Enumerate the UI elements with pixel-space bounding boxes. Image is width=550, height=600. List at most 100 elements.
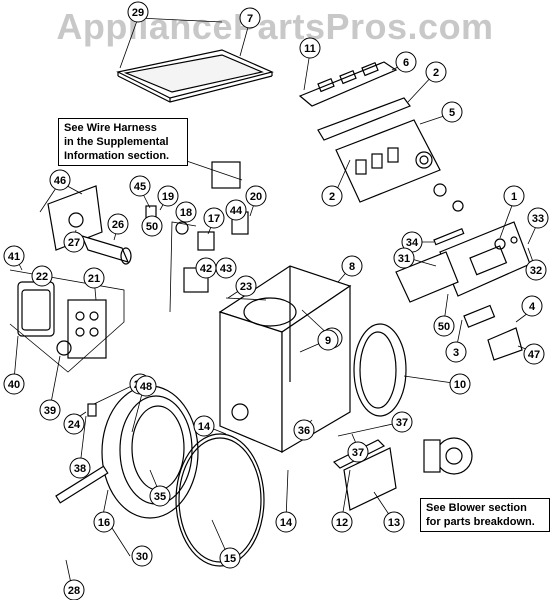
callout-number: 36	[298, 425, 310, 437]
callout-circle	[135, 375, 157, 397]
cabinet-part	[218, 265, 352, 454]
callout-circle	[63, 231, 85, 253]
callout-number: 21	[88, 273, 100, 285]
callout-circle	[321, 185, 343, 207]
callout-number: 10	[454, 379, 466, 391]
button-panel-part	[463, 304, 496, 328]
door-handle-part	[487, 327, 523, 361]
blower-part	[423, 437, 473, 475]
callout-number: 50	[146, 221, 158, 233]
control-board-part	[335, 119, 464, 212]
callout-circle	[527, 207, 549, 229]
callout-number: 27	[68, 237, 80, 249]
callout-number: 28	[68, 585, 80, 597]
callout-circle	[317, 329, 339, 351]
callout-number: 2	[433, 67, 439, 79]
callout-number: 5	[449, 107, 455, 119]
callout-number: 13	[388, 517, 400, 529]
callout-number: 33	[532, 213, 544, 225]
callout-circle	[3, 245, 25, 267]
callout-circle	[521, 295, 543, 317]
callout-circle	[239, 7, 261, 29]
callout-circle	[215, 257, 237, 279]
callout-circle	[3, 373, 25, 395]
door-gasket-part	[175, 433, 265, 567]
callout-circle	[331, 511, 353, 533]
callout-number: 12	[336, 517, 348, 529]
callout-circle	[341, 255, 363, 277]
callout-circle	[203, 207, 225, 229]
callout-number: 47	[528, 349, 540, 361]
callout-number: 45	[134, 181, 146, 193]
callout-circle	[293, 419, 315, 441]
callout-number: 4	[529, 301, 536, 313]
callout-number: 26	[112, 219, 124, 231]
callout-number: 15	[224, 553, 236, 565]
callout-circle	[523, 343, 545, 365]
terminal-block-part	[67, 299, 107, 359]
callout-circle	[127, 1, 149, 23]
wire-harness-note: See Wire Harness in the Supplemental Inf…	[58, 118, 188, 166]
callout-circle	[93, 511, 115, 533]
callout-circle	[225, 199, 247, 221]
callout-circle	[31, 265, 53, 287]
callout-number: 14	[280, 517, 293, 529]
callout-number: 39	[44, 405, 56, 417]
callout-circle	[193, 415, 215, 437]
callout-number: 29	[132, 7, 144, 19]
hinge-strip-part	[55, 465, 109, 504]
callout-number: 24	[68, 419, 81, 431]
callout-circle	[393, 247, 415, 269]
callout-circle	[383, 511, 405, 533]
callout-circle	[395, 51, 417, 73]
blower-note: See Blower section for parts breakdown.	[420, 498, 550, 532]
callout-number: 16	[98, 517, 110, 529]
callout-circle	[141, 215, 163, 237]
callout-number: 17	[208, 213, 220, 225]
callout-number: 38	[74, 463, 86, 475]
callout-number: 18	[180, 207, 192, 219]
callout-number: 2	[329, 191, 335, 203]
callout-circle	[63, 579, 85, 600]
callout-number: 41	[8, 251, 20, 263]
callout-number: 37	[352, 447, 364, 459]
callout-number: 30	[136, 551, 148, 563]
callout-circle	[129, 175, 151, 197]
callout-number: 43	[220, 263, 232, 275]
callout-circle	[107, 213, 129, 235]
callout-number: 44	[230, 205, 243, 217]
callout-circle	[63, 413, 85, 435]
callout-circle	[445, 341, 467, 363]
callout-circle	[425, 61, 447, 83]
console-bracket-part	[317, 97, 411, 141]
callout-number: 22	[36, 271, 48, 283]
callout-number: 31	[398, 253, 410, 265]
callout-circle	[441, 101, 463, 123]
callout-circle	[433, 315, 455, 337]
callout-number: 14	[198, 421, 211, 433]
callout-circle	[245, 185, 267, 207]
callout-number: 32	[530, 265, 542, 277]
callout-circle	[391, 411, 413, 433]
callout-number: 40	[8, 379, 20, 391]
callout-number: 46	[54, 175, 66, 187]
callout-circle	[69, 457, 91, 479]
callout-number: 6	[403, 57, 409, 69]
callout-circle	[131, 545, 153, 567]
callout-number: 50	[438, 321, 450, 333]
callout-circle	[49, 169, 71, 191]
callout-number: 11	[304, 43, 316, 55]
callout-circle	[503, 185, 525, 207]
callout-number: 7	[247, 13, 253, 25]
callout-circle	[219, 547, 241, 569]
callout-circle	[449, 373, 471, 395]
callout-number: 42	[200, 263, 212, 275]
callout-circle	[275, 511, 297, 533]
callout-circle	[347, 441, 369, 463]
latch-part	[87, 403, 97, 417]
callout-number: 48	[140, 381, 152, 393]
top-cover-part	[116, 49, 274, 103]
console-rear-panel-part	[298, 61, 398, 107]
